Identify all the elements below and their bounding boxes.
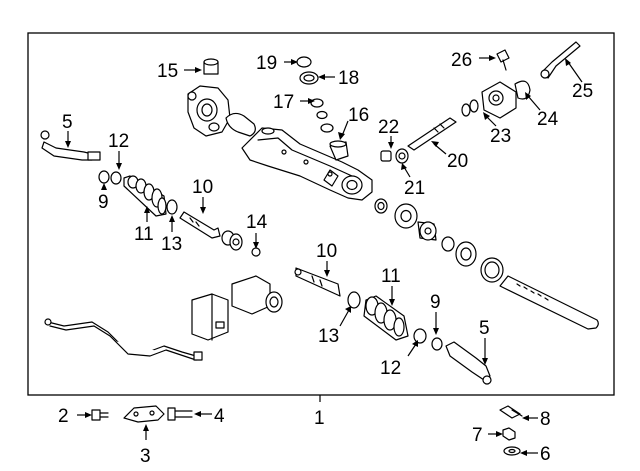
clamp-13-left [166, 199, 178, 215]
boot-11-left [123, 175, 167, 217]
clamp-12-right [413, 328, 427, 344]
housing-cap [203, 58, 219, 75]
o-ring-19 [296, 56, 312, 68]
label-17: 17 [273, 92, 294, 113]
label-3: 3 [140, 446, 151, 467]
label-24: 24 [537, 109, 559, 130]
label-8: 8 [540, 409, 551, 430]
label-12-lower: 12 [380, 358, 401, 379]
label-19: 19 [256, 53, 277, 74]
bolt-2 [91, 409, 109, 421]
tie-rod-end-left [40, 130, 101, 161]
housing-gasket [225, 112, 256, 137]
label-7: 7 [472, 425, 483, 446]
bushing-18 [299, 71, 319, 85]
label-11-lower: 11 [381, 266, 401, 287]
label-25: 25 [572, 81, 593, 102]
wiring-harness [44, 318, 203, 361]
label-1: 1 [314, 408, 325, 429]
bolt-8 [499, 405, 523, 419]
label-15: 15 [157, 61, 178, 82]
bolt-26 [496, 49, 510, 71]
label-10-upper: 10 [192, 177, 213, 198]
control-housing [481, 81, 517, 119]
tie-rod-end-right [445, 341, 492, 385]
assembly-frame [27, 32, 615, 396]
bearing-21 [395, 148, 409, 164]
label-9-upper: 9 [98, 192, 109, 213]
label-13-lower: 13 [318, 326, 339, 347]
label-9-lower: 9 [430, 292, 441, 313]
label-26: 26 [451, 50, 472, 71]
label-13-upper: 13 [161, 234, 182, 255]
boot-11-right [363, 295, 409, 341]
bolt-4 [167, 407, 193, 421]
label-12-upper: 12 [108, 131, 129, 152]
washer-6 [503, 446, 521, 456]
rack-bar [499, 275, 599, 330]
motor-unit [231, 275, 283, 315]
label-2: 2 [58, 406, 69, 427]
label-14: 14 [246, 212, 268, 233]
label-4: 4 [214, 406, 225, 427]
label-18: 18 [338, 68, 359, 89]
nut-22 [380, 150, 392, 162]
ring-14 [251, 247, 261, 257]
label-5-upper: 5 [62, 112, 73, 133]
label-22: 22 [378, 117, 399, 138]
label-5-lower: 5 [479, 318, 490, 339]
steering-gear-housing [241, 127, 373, 201]
yoke-16 [329, 140, 349, 161]
valve-housing [187, 85, 231, 137]
callout-labels: 1 2 3 4 5 5 6 7 8 9 9 10 10 11 11 12 12 … [58, 50, 593, 467]
label-21: 21 [404, 178, 425, 199]
label-10-lower: 10 [316, 241, 337, 262]
control-module [191, 293, 229, 341]
label-11-upper: 11 [134, 224, 154, 245]
nut-9-right [431, 337, 443, 351]
pinion-shaft [407, 117, 457, 151]
label-23: 23 [490, 126, 511, 147]
inner-tie-rod-left [179, 211, 221, 239]
nut-9-left [98, 170, 110, 184]
label-6: 6 [540, 444, 551, 465]
bushing-left [221, 230, 243, 251]
shaft-25 [540, 41, 581, 79]
rack-seals [374, 198, 504, 283]
inner-tie-rod-right [294, 267, 341, 297]
nut-7 [502, 427, 516, 441]
label-16: 16 [348, 105, 369, 126]
clamp-12-left [110, 171, 122, 185]
clamp-13-right [347, 291, 361, 309]
bracket-3 [123, 405, 165, 423]
seal-rings-23 [461, 99, 479, 117]
label-20: 20 [447, 151, 468, 172]
plug-17 [310, 98, 334, 133]
